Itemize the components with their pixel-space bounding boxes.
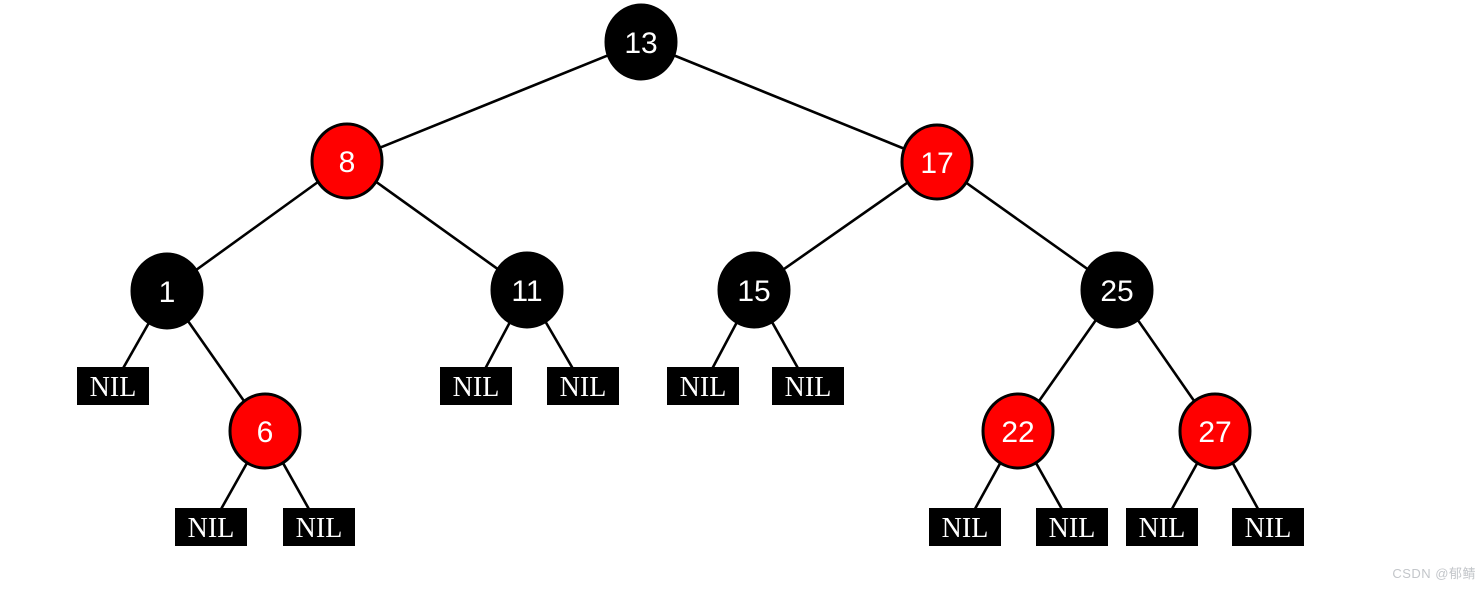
nil-node-label: NIL (90, 372, 137, 403)
tree-node-label: 15 (737, 275, 770, 308)
nil-node-nil-11L (440, 367, 512, 405)
tree-node-13 (604, 3, 678, 81)
tree-node-6 (228, 392, 302, 470)
nil-node-label: NIL (560, 372, 607, 403)
tree-edge-17-15 (753, 160, 938, 292)
nil-node-label: NIL (1139, 513, 1186, 544)
watermark: CSDN @郁鲭 (1392, 566, 1476, 581)
nil-node-label: NIL (296, 513, 343, 544)
nil-node-nil-22R (1036, 508, 1108, 546)
tree-edge-13-8 (346, 40, 642, 163)
nil-node-nil-11R (547, 367, 619, 405)
tree-node-label: 25 (1100, 275, 1133, 308)
nil-node-nil-27R (1232, 508, 1304, 546)
nil-node-label: NIL (1245, 513, 1292, 544)
nil-node-nil-15R (772, 367, 844, 405)
tree-node-17 (900, 123, 974, 201)
nil-node-label: NIL (942, 513, 989, 544)
nil-node-nil-6L (175, 508, 247, 546)
nil-node-nil-27L (1126, 508, 1198, 546)
tree-node-label: 11 (511, 275, 542, 308)
tree-edge-13-17 (640, 40, 938, 164)
tree-node-22 (981, 392, 1055, 470)
tree-node-label: 22 (1001, 416, 1034, 449)
nil-node-label: NIL (453, 372, 500, 403)
tree-node-11 (490, 251, 564, 329)
tree-node-label: 1 (159, 276, 176, 309)
tree-node-label: 6 (257, 416, 274, 449)
nil-node-label: NIL (188, 513, 235, 544)
tree-node-1 (130, 252, 204, 330)
tree-node-label: 8 (339, 146, 356, 179)
tree-node-27 (1178, 392, 1252, 470)
nil-node-label: NIL (1049, 513, 1096, 544)
nil-node-nil-22L (929, 508, 1001, 546)
nil-node-nil-15L (667, 367, 739, 405)
nil-node-label: NIL (680, 372, 727, 403)
tree-node-8 (310, 122, 384, 200)
tree-node-label: 17 (920, 147, 953, 180)
tree-node-label: 13 (624, 27, 657, 60)
nil-node-nil-6R (283, 508, 355, 546)
tree-node-15 (717, 251, 791, 329)
nil-node-label: NIL (785, 372, 832, 403)
nil-node-nil-1L (77, 367, 149, 405)
tree-node-25 (1080, 251, 1154, 329)
tree-node-label: 27 (1198, 416, 1231, 449)
